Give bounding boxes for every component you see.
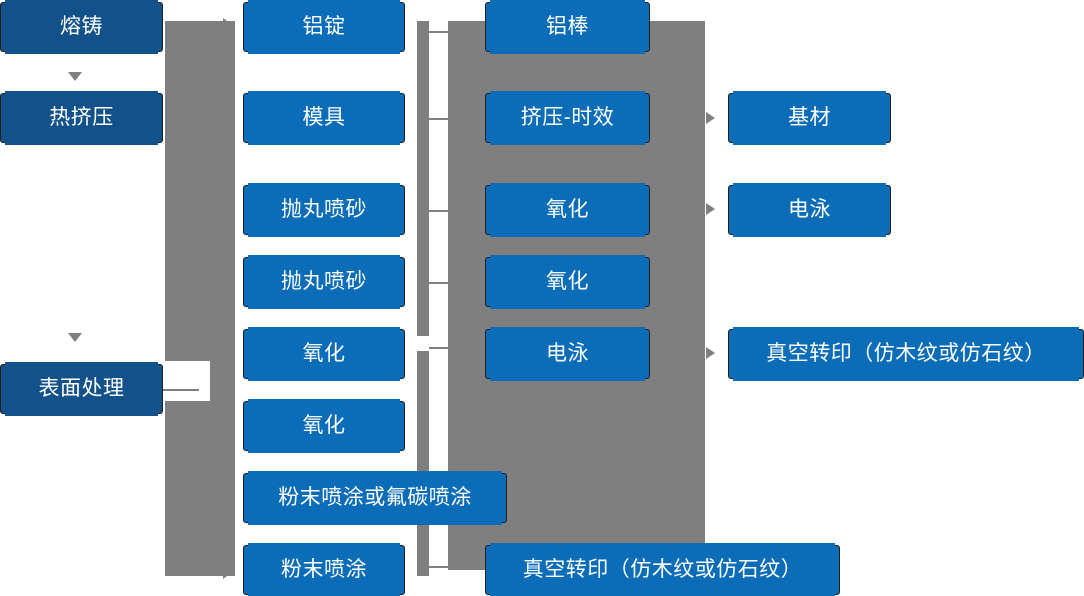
arrow-to-oxidation-1	[223, 345, 235, 363]
stage-box-oxidation-4[interactable]: 氧化	[485, 255, 650, 309]
stage-box-vacuum-transfer-1[interactable]: 真空转印（仿木纹或仿石纹）	[485, 543, 840, 596]
stage-box-oxidation-1[interactable]: 氧化	[243, 327, 405, 381]
stage-box-oxidation-3[interactable]: 氧化	[485, 183, 650, 237]
stage-box-mould[interactable]: 模具	[243, 91, 405, 145]
arrow-to-oxidation-2	[223, 417, 235, 435]
rung-oxidation-3	[429, 210, 448, 212]
connector-notch-mask	[160, 361, 210, 401]
arrow-to-substrate	[706, 112, 715, 124]
arrow-to-powder-or-pvdf	[223, 489, 235, 507]
stage-box-shot-blast-1[interactable]: 抛丸喷砂	[243, 183, 405, 237]
stage-box-substrate[interactable]: 基材	[728, 91, 891, 145]
rung-vacuum-transfer-1	[429, 566, 448, 568]
arrow-to-shot-blast-2	[223, 273, 235, 291]
rung-extrude-aging	[429, 118, 448, 120]
connector-bar-col2-left	[417, 21, 429, 336]
stage-box-surface-treatment[interactable]: 表面处理	[0, 362, 163, 416]
arrow-melt-to-extrusion	[68, 72, 82, 81]
arrow-to-shot-blast-1	[223, 201, 235, 219]
link-surface-treatment	[163, 389, 199, 391]
stage-box-aluminum-ingot[interactable]: 铝锭	[243, 0, 405, 54]
stage-box-electrophoresis-1[interactable]: 电泳	[485, 327, 650, 381]
stage-box-vacuum-transfer-2[interactable]: 真空转印（仿木纹或仿石纹）	[728, 327, 1084, 381]
stage-box-hot-extrusion[interactable]: 热挤压	[0, 91, 163, 145]
connector-bar-col2-left-lower	[417, 351, 429, 576]
connector-trunk-col1-upper-stub	[165, 21, 235, 361]
arrow-to-powder-coating	[223, 561, 235, 579]
rung-oxidation-4	[429, 282, 448, 284]
arrow-to-electrophoresis-2	[706, 203, 715, 215]
rung-aluminum-bar	[429, 31, 448, 33]
stage-box-aluminum-bar[interactable]: 铝棒	[485, 0, 650, 54]
arrow-extrusion-to-surface	[68, 333, 82, 342]
arrow-to-mould	[223, 109, 235, 127]
rung-electrophoresis-1	[429, 347, 448, 349]
stage-box-extrude-aging[interactable]: 挤压-时效	[485, 91, 650, 145]
stage-box-powder-coating[interactable]: 粉末喷涂	[243, 543, 405, 596]
arrow-to-vacuum-transfer-2	[706, 347, 715, 359]
stage-box-powder-or-pvdf[interactable]: 粉末喷涂或氟碳喷涂	[243, 471, 507, 525]
stage-box-shot-blast-2[interactable]: 抛丸喷砂	[243, 255, 405, 309]
stage-box-melt-cast[interactable]: 熔铸	[0, 0, 163, 54]
stage-box-electrophoresis-2[interactable]: 电泳	[728, 183, 891, 237]
arrow-to-aluminum-ingot	[223, 18, 235, 36]
stage-box-oxidation-2[interactable]: 氧化	[243, 399, 405, 453]
